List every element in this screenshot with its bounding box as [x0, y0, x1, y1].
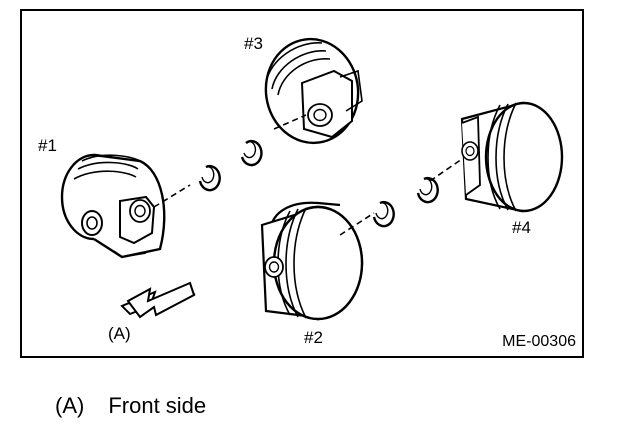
label-piston-2: #2 — [304, 328, 323, 347]
label-piston-1: #1 — [38, 136, 57, 155]
circlip-4 — [416, 176, 439, 204]
figure-code: ME-00306 — [502, 333, 576, 350]
diagram-illustration — [60, 37, 564, 321]
front-arrow-icon — [120, 281, 196, 319]
circlip-1 — [198, 164, 221, 192]
label-front-marker: (A) — [108, 324, 131, 343]
label-piston-4: #4 — [512, 218, 531, 237]
alignment-line-1 — [153, 184, 191, 208]
legend-text: Front side — [108, 393, 207, 418]
piston-2 — [260, 201, 375, 321]
label-piston-3: #3 — [244, 34, 263, 53]
piston-diagram: #1 #3 #2 #4 (A) ME-00306 — [20, 9, 584, 358]
legend-key: (A) — [55, 393, 85, 418]
piston-3 — [264, 37, 363, 145]
legend: (A) Front side — [55, 393, 206, 419]
circlip-2 — [372, 200, 395, 228]
circlip-3 — [240, 139, 263, 167]
piston-1 — [60, 153, 166, 259]
piston-4 — [429, 101, 564, 213]
